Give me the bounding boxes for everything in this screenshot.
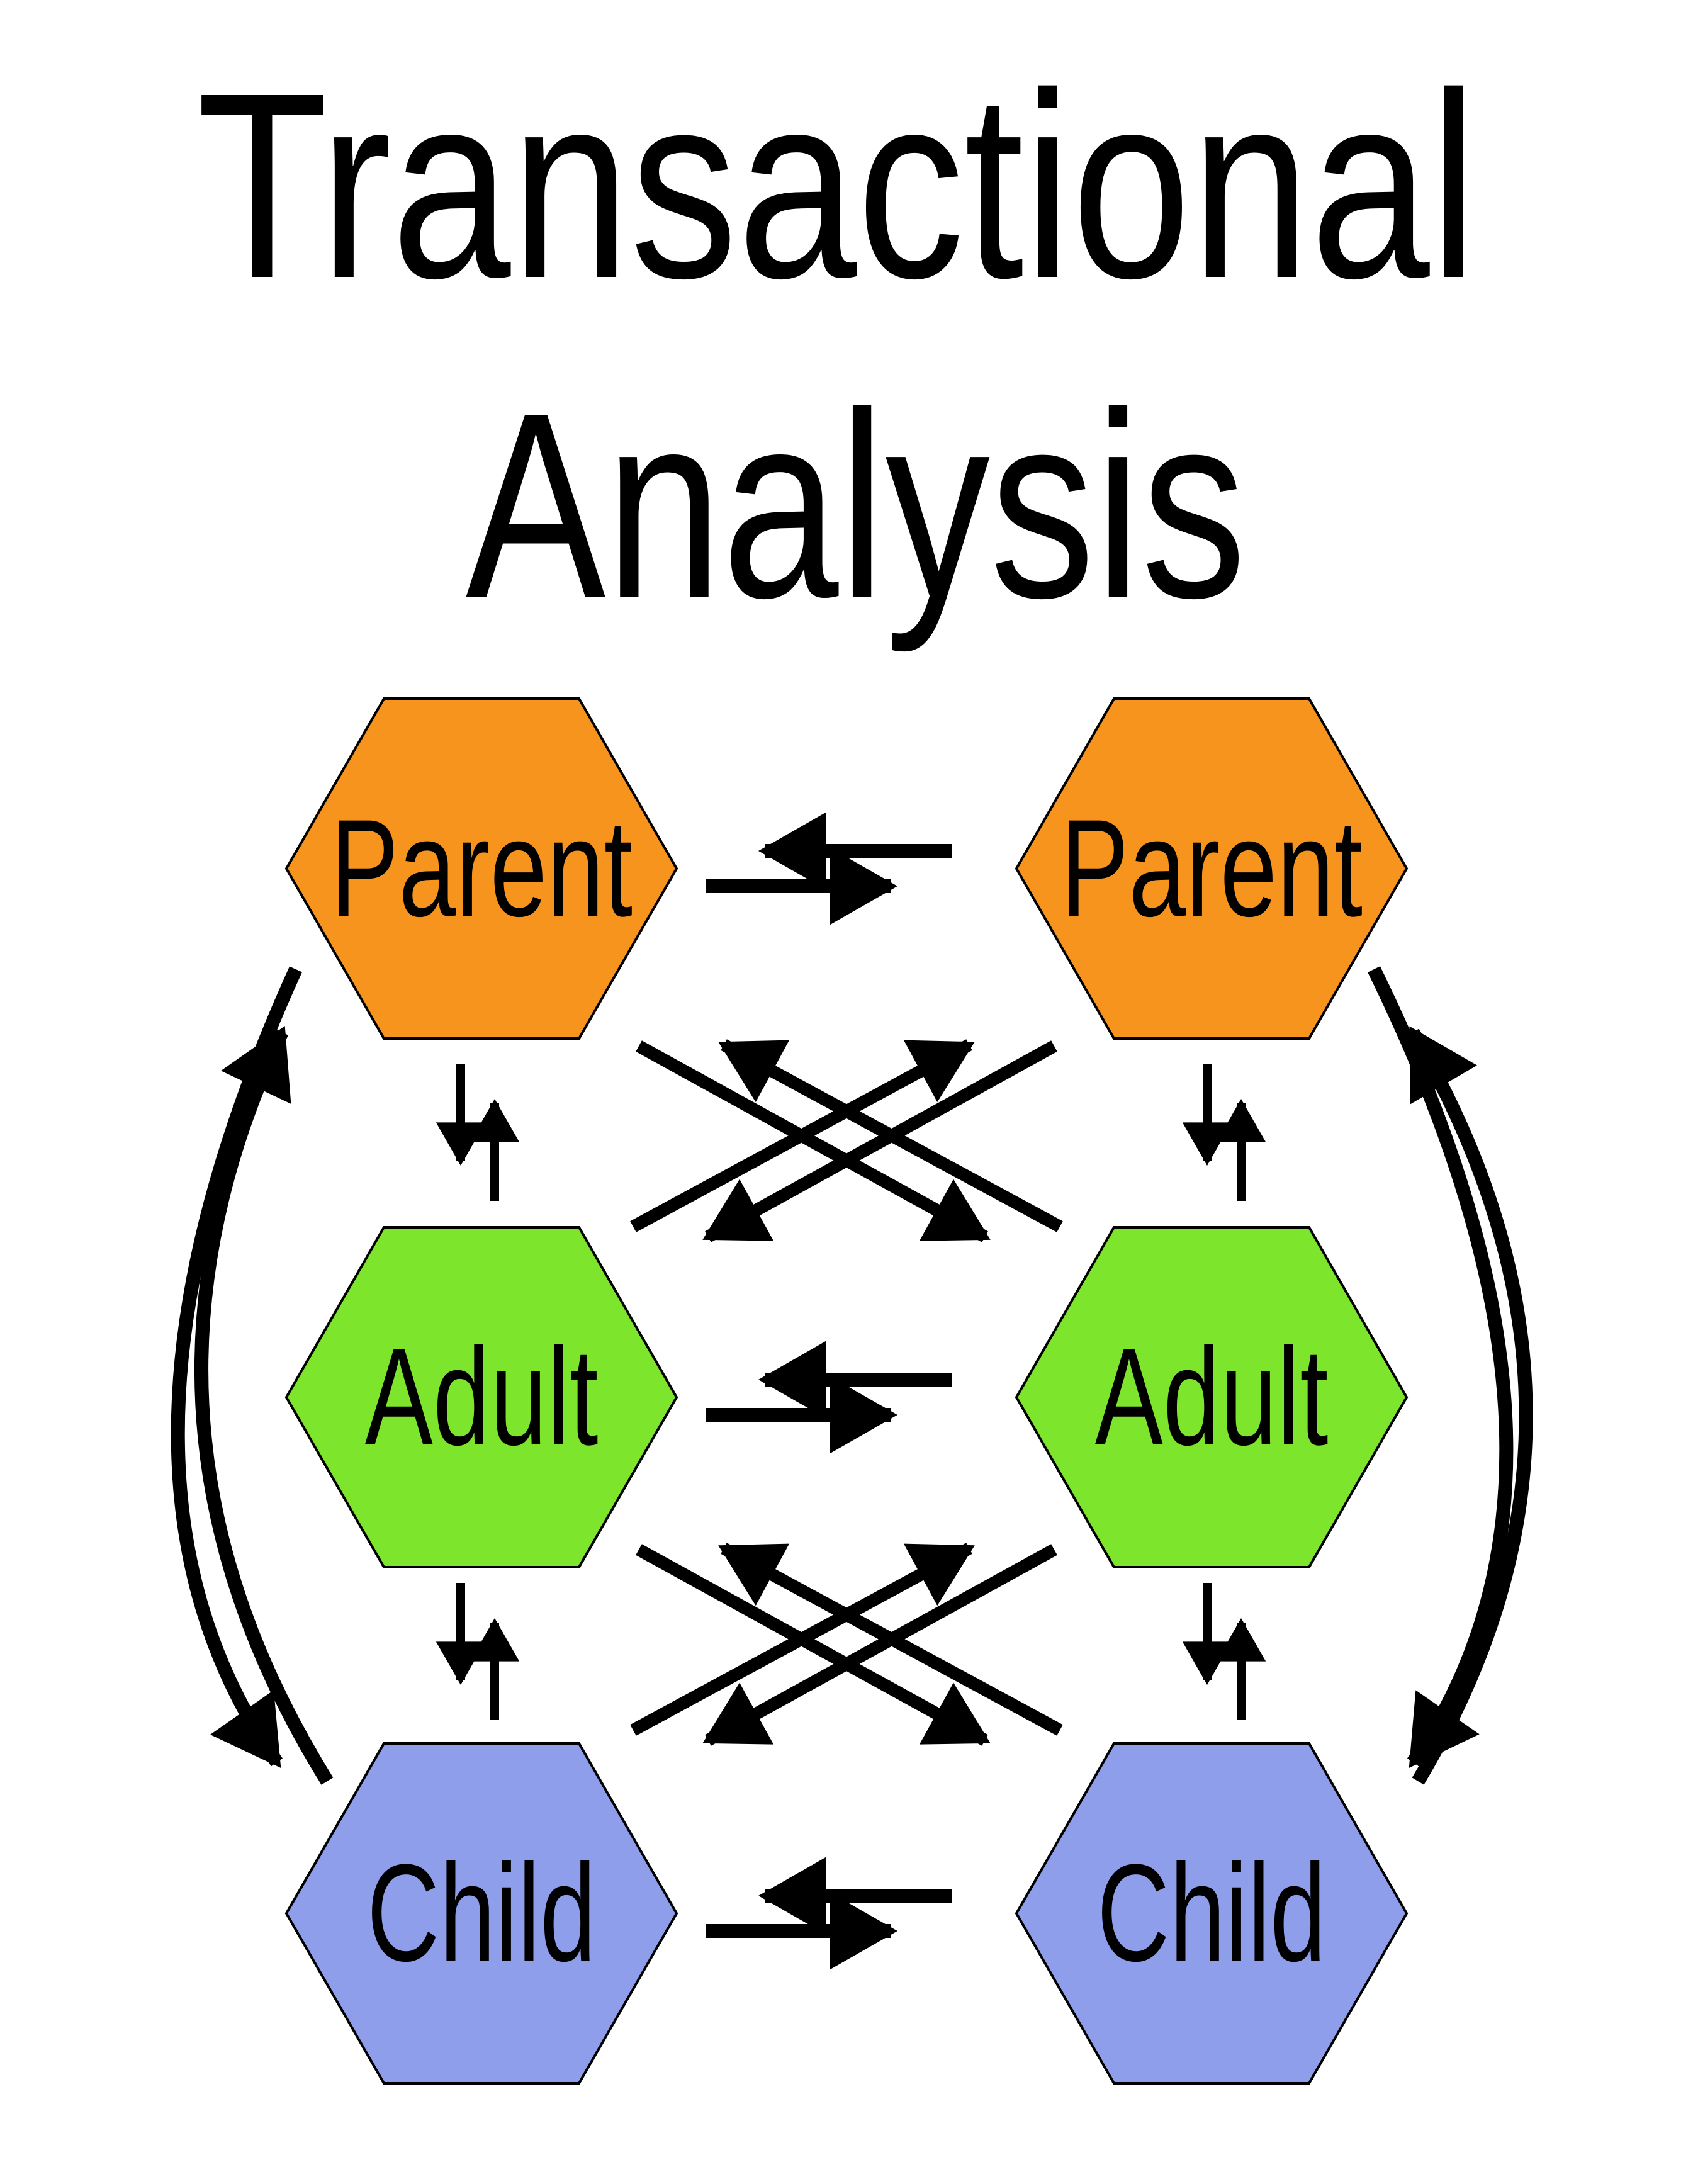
cross-ac-up-right-arrow [630, 1543, 975, 1736]
node-parent-right: Parent [1015, 697, 1409, 1040]
arrows-crossed-parent-adult [630, 1039, 1063, 1242]
arc-parent-child-left [171, 966, 334, 1785]
arrows-parent-adult-right [1182, 1064, 1266, 1201]
adult-left-label: Adult [365, 1319, 599, 1474]
arrows-parent-adult-left [436, 1064, 520, 1201]
arrows-adult-child-right [1182, 1583, 1266, 1720]
cross-pa-up-right-arrow [630, 1039, 975, 1232]
arrows-child-child [706, 1857, 952, 1970]
adult-left-hexagon [284, 1226, 678, 1568]
child-left-label: Child [367, 1835, 596, 1990]
node-adult-right: Adult [1015, 1226, 1409, 1568]
node-child-right: Child [1015, 1742, 1409, 2085]
arc-left-up-arrow [194, 1026, 334, 1785]
arc-right-up-arrow [1407, 1026, 1533, 1785]
child-left-hexagon [284, 1742, 678, 2085]
adult-right-label: Adult [1095, 1319, 1329, 1474]
child-right-hexagon [1015, 1742, 1409, 2085]
parent-right-label: Parent [1060, 791, 1363, 945]
cross-pa-down-left-arrow [702, 1040, 1057, 1242]
arrows-crossed-adult-child [630, 1543, 1063, 1746]
node-child-left: Child [284, 1742, 678, 2085]
child-right-label: Child [1097, 1835, 1326, 1990]
parent-left-label: Parent [330, 791, 633, 945]
parent-left-hexagon [284, 697, 678, 1040]
arc-right-down-arrow [1368, 966, 1514, 1769]
cross-ac-down-left-arrow [702, 1544, 1057, 1746]
node-parent-left: Parent [284, 697, 678, 1040]
parent-right-hexagon [1015, 697, 1409, 1040]
adult-right-hexagon [1015, 1226, 1409, 1568]
arrows-parent-parent [706, 812, 952, 925]
title-line-1: Transactional [197, 38, 1478, 334]
arrows-adult-adult [706, 1341, 952, 1454]
cross-ac-down-right-arrow [636, 1544, 991, 1746]
node-adult-left: Adult [284, 1226, 678, 1568]
cross-pa-down-right-arrow [636, 1040, 991, 1242]
page-title: Transactional Analysis [197, 38, 1478, 655]
arc-left-down-arrow [171, 966, 303, 1769]
title-line-2: Analysis [466, 358, 1246, 655]
arc-parent-child-right [1368, 966, 1533, 1785]
arrows-adult-child-left [436, 1583, 520, 1720]
